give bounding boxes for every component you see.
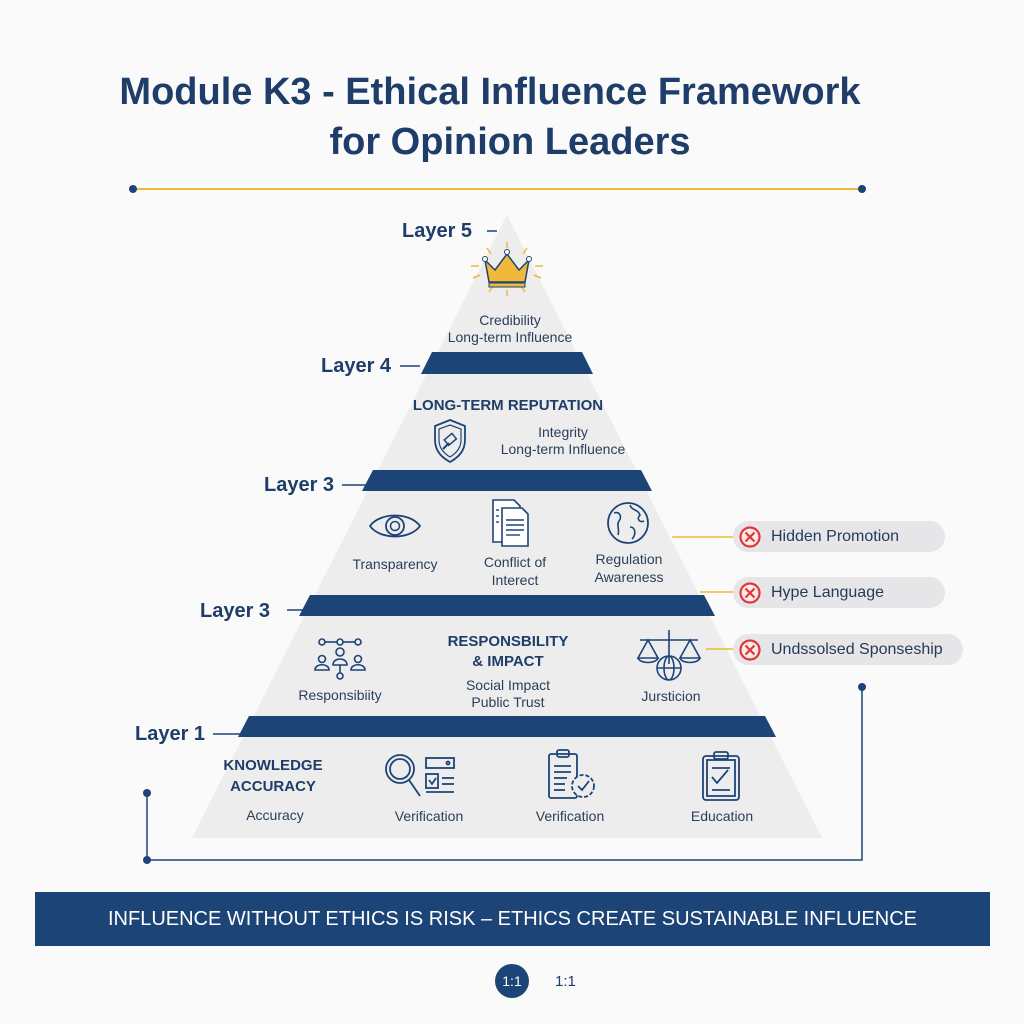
layer-3a-label: Layer 3: [264, 474, 335, 496]
transparency-label: Transparency: [352, 556, 438, 572]
shield-gavel-icon: [434, 419, 466, 464]
layer-1-heading-2: ACCURACY: [230, 778, 316, 795]
risk-pill-hidden-promotion: Hidden Promotion: [733, 521, 945, 552]
crown-icon: [471, 242, 543, 296]
globe-icon: [607, 502, 649, 544]
red-x-icon: [739, 638, 761, 661]
bracket-line: [146, 687, 863, 861]
red-x-icon: [739, 581, 761, 604]
banner-text: INFLUENCE WITHOUT ETHICS IS RISK – ETHIC…: [107, 907, 917, 930]
verification-label-2: Verification: [535, 808, 605, 824]
red-x-icon: [739, 525, 761, 548]
layer-4-text-1: Integrity: [538, 424, 588, 440]
education-label: Education: [690, 808, 754, 824]
layer-5-text-2: Long-term Influence: [447, 329, 573, 345]
layer-4-heading: LONG-TERM REPUTATION: [412, 397, 604, 414]
risk-pill-undisclosed-sponsorship: Undssolsed Sponseship: [733, 634, 963, 665]
magnifier-icon: [385, 754, 455, 797]
title-line-1: Module K3 - Ethical Influence Framework: [119, 71, 861, 113]
divider-dot-right: [858, 185, 866, 193]
layer-5-text-1: Credibility: [479, 312, 541, 328]
risk-label: Hype Language: [771, 583, 884, 601]
band-layer-3b: [299, 595, 715, 616]
layer-3b-text-1: Social Impact: [465, 677, 551, 693]
regulation-label-1: Regulation: [595, 551, 663, 567]
document-icon: [492, 499, 529, 547]
divider-dot-left: [129, 185, 137, 193]
layer-3b-heading-2: & IMPACT: [472, 653, 544, 670]
conflict-label-1: Conflict of: [483, 554, 547, 570]
accuracy-label: Accuracy: [246, 807, 304, 823]
network-people-icon: [314, 638, 366, 680]
verification-label-1: Verification: [394, 808, 464, 824]
title-line-2: for Opinion Leaders: [329, 121, 691, 163]
clipboard-check-icon: [702, 751, 740, 801]
ratio-badge[interactable]: 1:1: [495, 964, 529, 998]
risk-connectors: [672, 536, 733, 650]
regulation-label-2: Awareness: [594, 569, 664, 585]
layer-4-text-2: Long-term Influence: [500, 441, 626, 457]
band-layer-4: [421, 352, 593, 374]
risk-pill-hype-language: Hype Language: [733, 577, 945, 608]
layer-3b-text-2: Public Trust: [471, 694, 545, 710]
bottom-banner: INFLUENCE WITHOUT ETHICS IS RISK – ETHIC…: [35, 892, 990, 946]
layer-1-heading-1: KNOWLEDGE: [223, 757, 323, 774]
scales-globe-icon: [636, 630, 702, 681]
band-layer-1: [238, 716, 776, 737]
eye-icon: [368, 514, 422, 538]
risk-label: Hidden Promotion: [771, 527, 900, 545]
conflict-label-2: Interect: [491, 572, 539, 588]
risk-label: Undssolsed Sponseship: [771, 640, 943, 658]
clipboard-gear-icon: [548, 749, 595, 799]
layer-3b-label: Layer 3: [200, 600, 271, 622]
layer-5-label: Layer 5: [402, 220, 473, 242]
layer-3b-heading-1: RESPONSBILITY: [447, 633, 569, 650]
jurisdiction-label: Jursticion: [641, 688, 701, 704]
ratio-text: 1:1: [555, 973, 576, 990]
layer-1-label: Layer 1: [135, 723, 206, 745]
band-layer-3a: [362, 470, 652, 491]
responsibility-label: Responsibiity: [298, 687, 382, 703]
layer-4-label: Layer 4: [321, 355, 392, 377]
